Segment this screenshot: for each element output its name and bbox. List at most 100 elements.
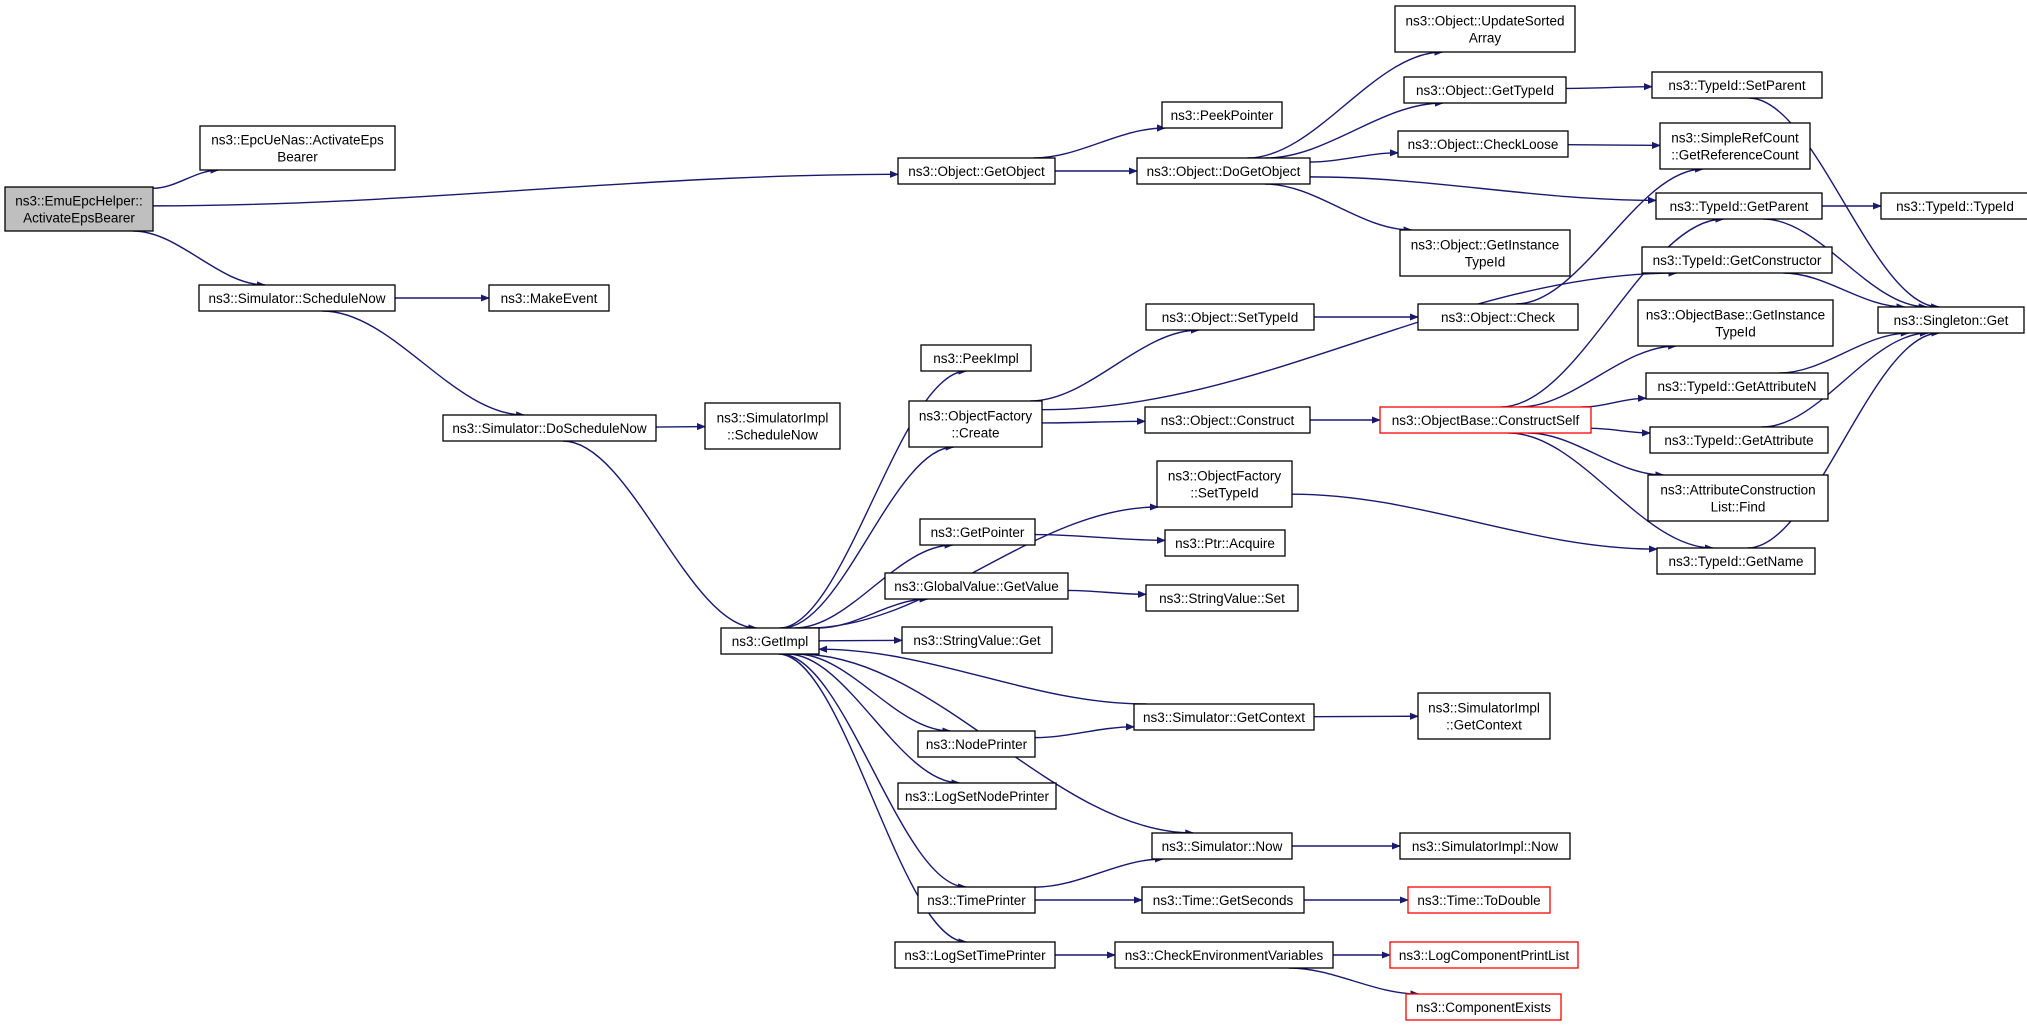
node-box xyxy=(1114,941,1334,969)
node-simDoScheduleNow[interactable]: ns3::Simulator::DoScheduleNow xyxy=(442,414,657,442)
node-typeIdGetParent[interactable]: ns3::TypeId::GetParent xyxy=(1655,192,1823,220)
node-box xyxy=(1394,5,1576,53)
node-objCheck[interactable]: ns3::Object::Check xyxy=(1417,303,1579,331)
node-simImplGetContext[interactable]: ns3::SimulatorImpl::GetContext xyxy=(1417,692,1551,740)
node-label: ns3::EpcUeNas::ActivateEps xyxy=(211,133,384,148)
edges xyxy=(132,48,1941,998)
node-singletonGet[interactable]: ns3::Singleton::Get xyxy=(1877,306,2025,334)
node-root[interactable]: ns3::EmuEpcHelper::ActivateEpsBearer xyxy=(4,186,154,232)
node-label: ns3::GetImpl xyxy=(732,634,809,649)
node-globalValueGetValue[interactable]: ns3::GlobalValue::GetValue xyxy=(884,572,1069,600)
node-simImplNow[interactable]: ns3::SimulatorImpl::Now xyxy=(1399,832,1571,860)
node-label: ns3::TypeId::SetParent xyxy=(1668,78,1806,93)
edge-objGetObject-to-peekPointer xyxy=(1033,124,1166,159)
node-timeGetSeconds[interactable]: ns3::Time::GetSeconds xyxy=(1141,886,1305,914)
node-getPointer[interactable]: ns3::GetPointer xyxy=(919,518,1036,546)
node-box xyxy=(1136,157,1311,185)
node-ptrAcquire[interactable]: ns3::Ptr::Acquire xyxy=(1164,529,1286,557)
node-simNow[interactable]: ns3::Simulator::Now xyxy=(1151,832,1293,860)
node-simpleRefCount[interactable]: ns3::SimpleRefCount::GetReferenceCount xyxy=(1659,122,1811,170)
node-typeIdGetName[interactable]: ns3::TypeId::GetName xyxy=(1656,547,1816,575)
edge-typeIdGetAttributeN-to-singletonGet xyxy=(1779,329,1910,374)
node-typeIdGetAttributeN[interactable]: ns3::TypeId::GetAttributeN xyxy=(1645,372,1829,400)
edge-checkEnvVars-to-componentExists xyxy=(1288,967,1420,998)
node-label: ::GetContext xyxy=(1446,718,1522,733)
node-box xyxy=(199,125,396,171)
node-box xyxy=(1141,886,1305,914)
node-peekImpl[interactable]: ns3::PeekImpl xyxy=(920,344,1032,372)
node-timeToDouble[interactable]: ns3::Time::ToDouble xyxy=(1407,886,1551,914)
node-label: ns3::ComponentExists xyxy=(1416,1000,1551,1015)
node-objectFactoryCreate[interactable]: ns3::ObjectFactory::Create xyxy=(908,400,1043,448)
node-objSetTypeId[interactable]: ns3::Object::SetTypeId xyxy=(1145,303,1315,331)
node-objBaseConstructSelf[interactable]: ns3::ObjectBase::ConstructSelf xyxy=(1379,406,1592,434)
node-simGetContext[interactable]: ns3::Simulator::GetContext xyxy=(1133,703,1315,731)
node-label: ns3::StringValue::Get xyxy=(913,633,1041,648)
node-box xyxy=(919,518,1036,546)
node-logSetNodePrinter[interactable]: ns3::LogSetNodePrinter xyxy=(897,782,1057,810)
node-label: ::ScheduleNow xyxy=(727,428,818,443)
edge-getImpl-to-getPointer xyxy=(794,541,954,629)
node-box xyxy=(1651,71,1823,99)
node-stringValueSet[interactable]: ns3::StringValue::Set xyxy=(1145,584,1299,612)
node-objCheckLoose[interactable]: ns3::Object::CheckLoose xyxy=(1397,130,1569,158)
node-box xyxy=(1133,703,1315,731)
node-typeIdGetConstructor[interactable]: ns3::TypeId::GetConstructor xyxy=(1641,246,1833,274)
node-objGetObject[interactable]: ns3::Object::GetObject xyxy=(897,157,1056,185)
node-box xyxy=(908,400,1043,448)
node-label: ns3::Object::CheckLoose xyxy=(1408,137,1559,152)
node-label: ns3::GlobalValue::GetValue xyxy=(894,579,1059,594)
edge-root-to-simScheduleNow xyxy=(132,230,267,289)
node-box xyxy=(1417,303,1579,331)
node-objGetTypeId[interactable]: ns3::Object::GetTypeId xyxy=(1403,76,1567,104)
node-box xyxy=(1637,299,1834,347)
node-label: ns3::LogSetNodePrinter xyxy=(905,789,1050,804)
node-simScheduleNow[interactable]: ns3::Simulator::ScheduleNow xyxy=(198,284,396,312)
node-nodePrinter[interactable]: ns3::NodePrinter xyxy=(917,730,1036,758)
node-label: ns3::TypeId::GetName xyxy=(1668,554,1803,569)
node-label: ns3::NodePrinter xyxy=(926,737,1028,752)
node-checkEnvVars[interactable]: ns3::CheckEnvironmentVariables xyxy=(1114,941,1334,969)
node-logComponentPrintList[interactable]: ns3::LogComponentPrintList xyxy=(1389,941,1579,969)
node-logSetTimePrinter[interactable]: ns3::LogSetTimePrinter xyxy=(894,941,1056,969)
node-objDoGetObject[interactable]: ns3::Object::DoGetObject xyxy=(1136,157,1311,185)
node-box xyxy=(1389,941,1579,969)
node-getImpl[interactable]: ns3::GetImpl xyxy=(720,627,820,655)
edge-objBaseConstructSelf-to-typeIdGetAttribute xyxy=(1590,427,1651,437)
node-label: ::Create xyxy=(951,426,999,441)
node-label: ns3::Time::GetSeconds xyxy=(1153,893,1294,908)
node-label: ::SetTypeId xyxy=(1190,486,1258,501)
edge-objDoGetObject-to-objGetInstanceTypeId xyxy=(1264,183,1413,234)
node-label: ns3::SimulatorImpl xyxy=(717,411,829,426)
node-makeEvent[interactable]: ns3::MakeEvent xyxy=(488,284,610,312)
node-timePrinter[interactable]: ns3::TimePrinter xyxy=(917,886,1036,914)
node-label: ns3::StringValue::Set xyxy=(1159,591,1285,606)
node-stringValueGet[interactable]: ns3::StringValue::Get xyxy=(901,626,1053,654)
node-typeIdGetAttribute[interactable]: ns3::TypeId::GetAttribute xyxy=(1649,426,1829,454)
node-box xyxy=(1399,229,1571,277)
edge-typeIdSetParent-to-singletonGet xyxy=(1748,97,1941,311)
node-objectFactorySetTypeId[interactable]: ns3::ObjectFactory::SetTypeId xyxy=(1156,460,1293,508)
node-box xyxy=(917,886,1036,914)
node-box xyxy=(1417,692,1551,740)
node-box xyxy=(1659,122,1811,170)
node-peekPointer[interactable]: ns3::PeekPointer xyxy=(1161,101,1283,129)
node-componentExists[interactable]: ns3::ComponentExists xyxy=(1405,993,1562,1021)
node-label: ns3::Object::DoGetObject xyxy=(1147,164,1301,179)
node-epcUeNasActivate[interactable]: ns3::EpcUeNas::ActivateEpsBearer xyxy=(199,125,396,171)
node-box xyxy=(901,626,1053,654)
node-objConstruct[interactable]: ns3::Object::Construct xyxy=(1144,406,1311,434)
node-box xyxy=(1151,832,1293,860)
node-typeIdSetParent[interactable]: ns3::TypeId::SetParent xyxy=(1651,71,1823,99)
edge-objectFactoryCreate-to-objConstruct xyxy=(1041,417,1146,425)
node-typeIdTypeId[interactable]: ns3::TypeId::TypeId xyxy=(1880,192,2027,220)
edge-objGetTypeId-to-typeIdSetParent xyxy=(1565,83,1653,91)
node-label: ns3::Object::GetObject xyxy=(908,164,1045,179)
node-box xyxy=(442,414,657,442)
node-simImplScheduleNow[interactable]: ns3::SimulatorImpl::ScheduleNow xyxy=(704,402,841,450)
edge-objectFactoryCreate-to-typeIdGetConstructor xyxy=(1041,269,1678,411)
